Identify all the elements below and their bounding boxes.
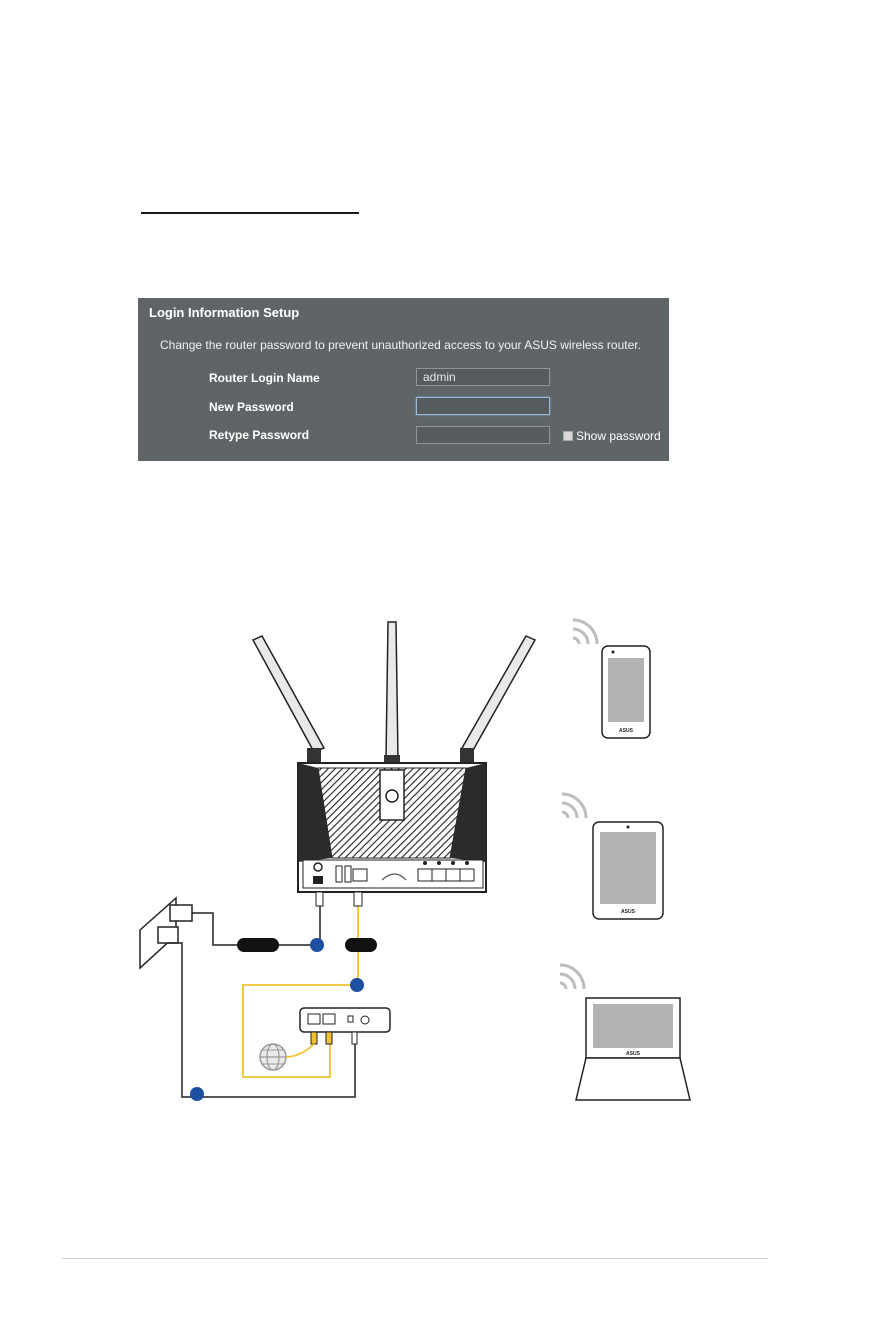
router-login-name-input[interactable] [416, 368, 550, 386]
wifi-signal-icon-laptop [560, 965, 584, 989]
wall-outlet [140, 898, 192, 968]
router-body [298, 763, 486, 892]
retype-password-input[interactable] [416, 426, 550, 444]
router-antenna-left [253, 636, 324, 770]
heading-underline [141, 212, 359, 214]
show-password-label: Show password [576, 429, 661, 443]
internet-globe-icon [260, 1044, 314, 1070]
router-antenna-center [384, 622, 400, 773]
laptop-brand-label: ASUS [626, 1051, 641, 1057]
retype-password-label: Retype Password [209, 428, 309, 442]
router-login-name-label: Router Login Name [209, 371, 320, 385]
panel-description: Change the router password to prevent un… [160, 338, 641, 352]
footer-rule [62, 1258, 768, 1259]
laptop-device: ASUS [576, 998, 690, 1100]
new-password-label: New Password [209, 400, 294, 414]
tablet-brand-label: ASUS [621, 909, 636, 915]
login-information-setup-panel: Login Information Setup Change the route… [138, 298, 669, 461]
smartphone-device: ASUS [602, 646, 650, 738]
show-password-checkbox[interactable] [563, 431, 573, 441]
router-power-cable [192, 892, 324, 952]
wifi-signal-icon-tablet [562, 794, 586, 818]
smartphone-brand-label: ASUS [619, 728, 634, 734]
wifi-signal-icon-phone [573, 620, 597, 644]
router-antenna-right [460, 636, 535, 770]
panel-title: Login Information Setup [149, 305, 299, 320]
network-setup-diagram: ASUS ASUS ASUS [0, 600, 883, 1120]
modem [300, 1008, 390, 1044]
show-password-toggle[interactable]: Show password [563, 429, 661, 443]
new-password-input[interactable] [416, 397, 550, 415]
tablet-device: ASUS [593, 822, 663, 919]
